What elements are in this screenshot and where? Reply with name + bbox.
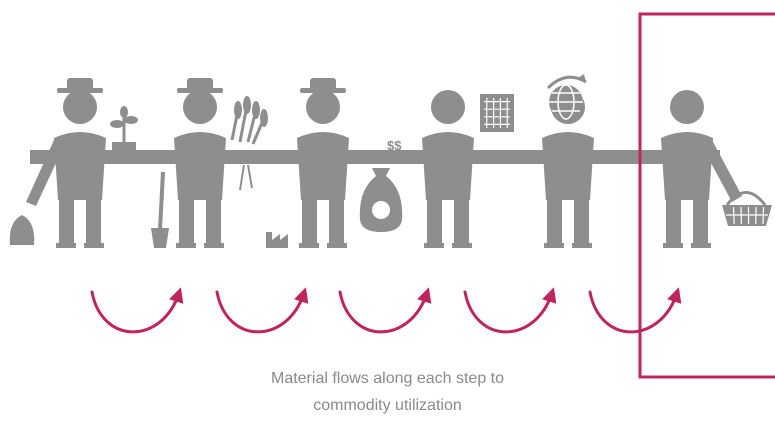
- caption: Material flows along each step to commod…: [0, 365, 775, 419]
- right-leg: [574, 195, 589, 248]
- hat-crown: [310, 78, 336, 91]
- sack-icon: [9, 215, 35, 245]
- shovel-icon: [151, 171, 169, 248]
- left-leg: [59, 195, 74, 248]
- left-foot: [544, 243, 564, 248]
- globe-icon: [546, 74, 587, 120]
- hat-crown: [67, 78, 93, 91]
- head: [183, 90, 217, 124]
- money-symbol: $$: [387, 138, 402, 153]
- left-leg: [179, 195, 194, 248]
- farmer-with-shovel: [174, 78, 226, 248]
- left-leg: [427, 195, 442, 248]
- right-foot: [691, 243, 711, 248]
- hat-crown: [187, 78, 213, 91]
- flow-arrow-4: [463, 287, 557, 334]
- left-foot: [176, 243, 196, 248]
- left-foot: [56, 243, 76, 248]
- left-foot: [663, 243, 683, 248]
- factory-icon: [266, 232, 288, 248]
- head: [63, 90, 97, 124]
- right-leg: [86, 195, 101, 248]
- left-foot: [299, 243, 319, 248]
- caption-line-2: commodity utilization: [313, 397, 462, 414]
- left-foot: [424, 243, 444, 248]
- consumer: [661, 90, 713, 248]
- seedling-icon: [110, 106, 138, 152]
- right-leg: [454, 195, 469, 248]
- right-foot: [452, 243, 472, 248]
- basket-icon: [722, 191, 772, 226]
- torso: [54, 132, 106, 200]
- chart-icon: [480, 94, 514, 132]
- left-arm: [26, 140, 62, 206]
- torso: [542, 132, 594, 200]
- right-foot: [204, 243, 224, 248]
- head: [670, 90, 704, 124]
- caption-line-1: Material flows along each step to: [270, 370, 504, 387]
- flow-arrow-5: [588, 287, 682, 334]
- left-leg: [302, 195, 317, 248]
- right-foot: [572, 243, 592, 248]
- right-leg: [693, 195, 708, 248]
- right-foot: [327, 243, 347, 248]
- right-foot: [84, 243, 104, 248]
- torso: [174, 132, 226, 200]
- left-leg: [547, 195, 562, 248]
- torso: [297, 132, 349, 200]
- money-bag-icon: [359, 168, 403, 232]
- left-leg: [666, 195, 681, 248]
- right-leg: [206, 195, 221, 248]
- flow-arrow-3: [338, 287, 432, 334]
- head: [306, 90, 340, 124]
- consumer-highlight-box: [638, 12, 775, 379]
- arm-band: [30, 150, 720, 164]
- wheat-icon: [230, 96, 268, 191]
- torso: [661, 132, 713, 200]
- farmer-with-seedling: [54, 78, 106, 248]
- right-leg: [329, 195, 344, 248]
- farmer-processor: [297, 78, 349, 248]
- head: [431, 90, 465, 124]
- trader: [422, 90, 474, 248]
- flow-arrow-2: [215, 287, 309, 334]
- right-arm: [704, 140, 742, 202]
- torso: [422, 132, 474, 200]
- flow-arrow-1: [90, 287, 184, 334]
